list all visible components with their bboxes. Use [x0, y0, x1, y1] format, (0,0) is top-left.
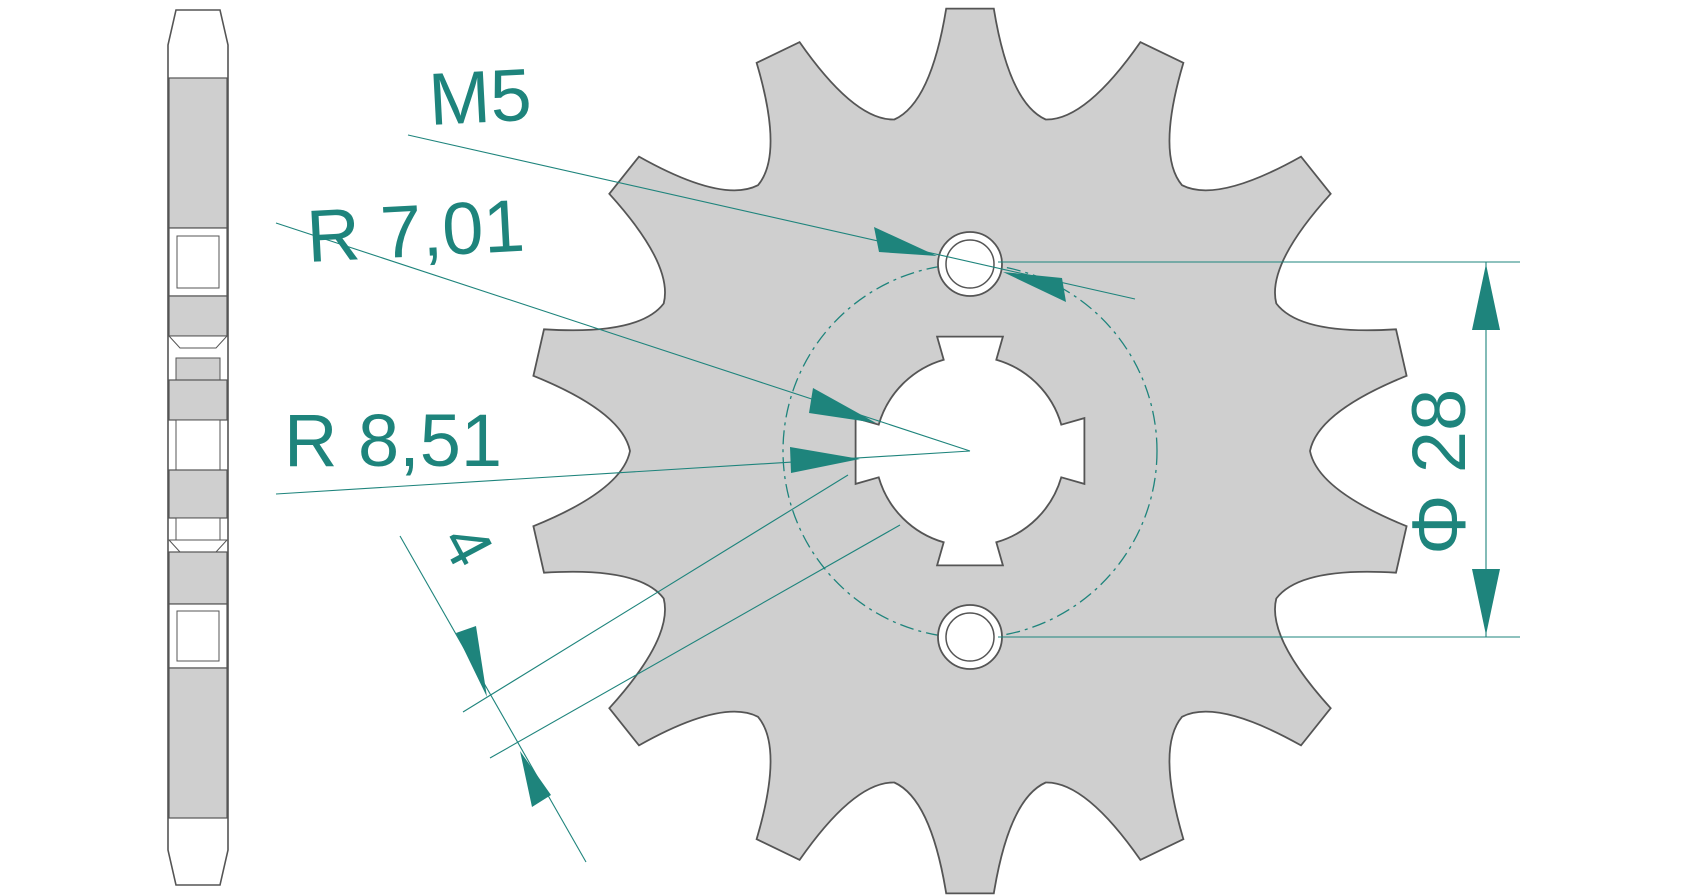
- m5-leader-line: [407, 134, 1136, 300]
- side-view: [167, 9, 229, 886]
- side-view-slot-1: [168, 227, 228, 297]
- radius-inner-label: R 8,51: [284, 399, 502, 482]
- offset-arrow-b: [520, 751, 551, 807]
- offset-arrow-a: [456, 626, 487, 697]
- bolt-circle-diameter-label: Φ 28: [1397, 389, 1482, 555]
- m5-arrow-out: [1003, 272, 1066, 302]
- offset-label: 4: [428, 513, 508, 578]
- side-view-key-2: [175, 517, 221, 541]
- thread-label: M5: [426, 53, 533, 141]
- bolt-circle: [782, 263, 1158, 639]
- side-view-bore: [175, 419, 221, 471]
- dimension-arrowheads: [456, 227, 1500, 807]
- side-view-key-1: [175, 357, 221, 381]
- offset-line-a: [462, 474, 849, 713]
- m5-arrow-in: [874, 227, 937, 256]
- side-view-hub-top: [168, 77, 228, 229]
- side-view-hub-bottom: [168, 667, 228, 819]
- phi28-arrow-top: [1472, 264, 1500, 330]
- bolt-hole-bottom: [937, 604, 1003, 670]
- radius-outer-label: R 7,01: [304, 184, 526, 278]
- phi28-arrow-bottom: [1472, 569, 1500, 635]
- offset-dimension-line: [399, 535, 587, 863]
- offset-line-b: [489, 524, 901, 759]
- side-view-slot-2: [168, 603, 228, 669]
- bolt-hole-top: [937, 231, 1003, 297]
